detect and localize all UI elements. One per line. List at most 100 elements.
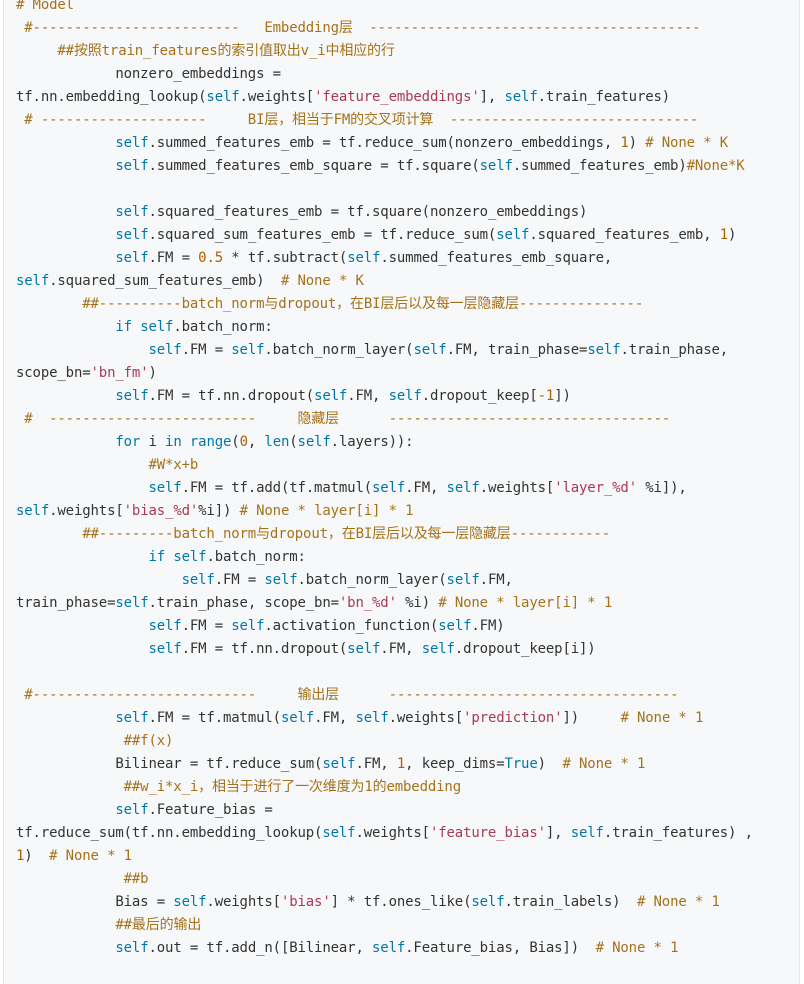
code-token: .batch_norm_layer( (264, 342, 414, 358)
code-token: self (231, 618, 265, 634)
code-token: ]) (554, 388, 571, 404)
code-token: self (115, 940, 149, 956)
code-token: # None * layer[i] * 1 (239, 503, 414, 519)
code-token: ##----------batch_norm与dropout，在BI层后以及每一… (16, 296, 644, 312)
code-line: self.summed_features_emb = tf.reduce_sum… (16, 132, 799, 155)
code-token: self (438, 618, 472, 634)
code-line: self.squared_features_emb = tf.square(no… (16, 201, 799, 224)
code-token: in (165, 434, 182, 450)
code-token (16, 733, 124, 749)
code-token: ##---------batch_norm与dropout，在BI层后以及每一层… (16, 526, 610, 542)
code-token: # None * 1 (636, 894, 720, 910)
code-token: # None * 1 (49, 848, 132, 864)
code-line: self.FM = tf.nn.dropout(self.FM, self.dr… (16, 385, 799, 408)
code-line: self.Feature_bias = (16, 799, 799, 822)
code-token: self (264, 572, 298, 588)
code-line (16, 661, 799, 684)
code-token: .FM = tf.nn.dropout( (148, 388, 315, 404)
code-token: 'bias_%d' (123, 503, 199, 519)
code-token: # None * K (645, 135, 729, 151)
code-token: self (504, 89, 538, 105)
code-token: ( (231, 434, 240, 450)
code-token: 'bn_%d' (338, 595, 397, 611)
code-token: .summed_features_emb) (512, 158, 687, 174)
code-token: # -------------------- BI层，相当于FM的交叉项计算 -… (16, 112, 699, 128)
code-token: .summed_features_emb = tf.reduce_sum(non… (148, 135, 621, 151)
code-token: self (355, 710, 389, 726)
code-token: .squared_features_emb, (529, 227, 720, 243)
code-token: # None * 1 (562, 756, 646, 772)
code-token: i (140, 434, 166, 450)
code-line: ##----------batch_norm与dropout，在BI层后以及每一… (16, 293, 799, 316)
code-token: self (173, 894, 207, 910)
code-token: self (372, 480, 406, 496)
code-token: .batch_norm_layer( (297, 572, 447, 588)
code-line: self.FM = self.batch_norm_layer(self.FM, (16, 569, 799, 592)
code-token: ( (289, 434, 298, 450)
code-token: #None*K (686, 158, 745, 174)
code-token: self (115, 388, 149, 404)
code-line: ##w_i*x_i，相当于进行了一次维度为1的embedding (16, 776, 799, 799)
code-token: self (181, 572, 215, 588)
code-token: 1 (16, 848, 25, 864)
code-token: True (504, 756, 538, 772)
code-token: %i]), (636, 480, 687, 496)
code-token (182, 434, 190, 450)
code-token: .weights[ (206, 894, 281, 910)
code-token: .out = tf.add_n([Bilinear, (148, 940, 373, 956)
code-token: .FM, (347, 388, 389, 404)
code-token: 'feature_embeddings' (314, 89, 480, 105)
code-token: self (388, 388, 422, 404)
code-line: self.weights['bias_%d'%i]) # None * laye… (16, 500, 799, 523)
code-token (16, 802, 115, 818)
code-line: self.out = tf.add_n([Bilinear, self.Feat… (16, 937, 799, 960)
code-token: .FM = tf.add(tf.matmul( (181, 480, 373, 496)
code-token: , (247, 434, 265, 450)
code-token (16, 158, 115, 174)
code-token: .train_phase, scope_bn= (148, 595, 339, 611)
code-line: tf.reduce_sum(tf.nn.embedding_lookup(sel… (16, 822, 799, 845)
code-line: self.FM = tf.add(tf.matmul(self.FM, self… (16, 477, 799, 500)
code-token: * tf.subtract( (223, 250, 348, 266)
code-line: self.squared_sum_features_emb) # None * … (16, 270, 799, 293)
code-token: ) (148, 365, 157, 381)
code-token: .squared_sum_features_emb = tf.reduce_su… (148, 227, 497, 243)
code-token: .FM = (148, 250, 199, 266)
code-token: .weights[ (388, 710, 464, 726)
code-token: .FM, (314, 710, 356, 726)
code-token: #--------------------------- 输出层 -------… (16, 687, 679, 703)
code-token: .FM, (380, 641, 422, 657)
code-token: .squared_features_emb = tf.square(nonzer… (148, 204, 588, 220)
code-line: 1) # None * 1 (16, 845, 799, 868)
code-token: train_phase= (16, 595, 116, 611)
code-token: .summed_features_emb_square = tf.square( (148, 158, 480, 174)
code-line: self.FM = 0.5 * tf.subtract(self.summed_… (16, 247, 799, 270)
code-token: ##w_i*x_i，相当于进行了一次维度为1的embedding (123, 779, 462, 795)
code-token: .summed_features_emb_square, (380, 250, 613, 266)
code-token: ], (479, 89, 505, 105)
code-token: .FM = tf.matmul( (148, 710, 281, 726)
code-token: .FM = (214, 572, 265, 588)
code-token: tf.reduce_sum(tf.nn.embedding_lookup( (16, 825, 323, 841)
code-line: #--------------------------- 输出层 -------… (16, 684, 799, 707)
code-token: self (173, 549, 207, 565)
code-line: for i in range(0, len(self.layers)): (16, 431, 799, 454)
code-token: self (115, 158, 149, 174)
code-token: .FM, (405, 480, 447, 496)
code-token: self (347, 641, 381, 657)
code-token: ], (545, 825, 571, 841)
code-token: tf.nn.embedding_lookup( (16, 89, 207, 105)
code-token: .weights[ (479, 480, 555, 496)
code-token (16, 227, 115, 243)
code-token: 0.5 (198, 250, 224, 266)
code-token: Bias = (16, 894, 174, 910)
code-token (16, 572, 182, 588)
code-token: 'bn_fm' (90, 365, 149, 381)
code-token: ) (628, 135, 646, 151)
code-token: -1 (537, 388, 555, 404)
code-token: .batch_norm: (173, 319, 273, 335)
code-token: self (413, 342, 447, 358)
code-line: ##b (16, 868, 799, 891)
code-block: # Model #------------------------- Embed… (3, 0, 800, 984)
code-token: #------------------------- Embedding层 --… (16, 20, 701, 36)
